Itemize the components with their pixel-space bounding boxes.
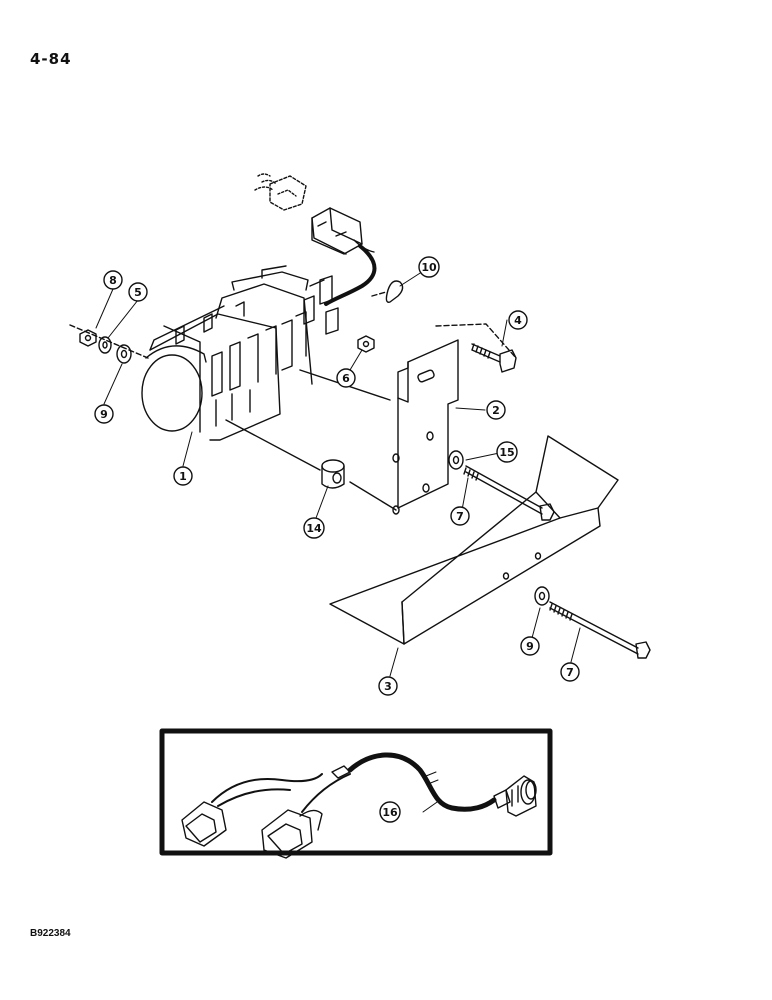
mounting-bracket: [329, 435, 619, 645]
callout-label-9: 9: [526, 640, 534, 653]
bolt-7-upper: [463, 465, 555, 521]
callout-label-5: 5: [134, 286, 142, 299]
callout-label-1: 1: [179, 470, 187, 483]
bolt-7-lower: [549, 601, 651, 659]
projection-line: [225, 419, 321, 471]
callout-circle-10: [418, 256, 440, 278]
callout-circle-3: [378, 676, 398, 696]
page-number: 4-84: [30, 50, 72, 68]
callout-label-10: 10: [421, 261, 437, 274]
callout-circle-7: [560, 662, 580, 682]
harness-connector-upper: [254, 173, 375, 255]
callout-label-2: 2: [492, 404, 500, 417]
callout-label-7: 7: [456, 510, 464, 523]
nut-8: [79, 329, 97, 347]
bolt-4: [471, 343, 517, 373]
callout-circle-15: [496, 441, 518, 463]
callout-circle-14: [303, 517, 325, 539]
callout-label-14: 14: [306, 522, 322, 535]
callout-circle-6: [336, 368, 356, 388]
callout-circle-8: [103, 270, 123, 290]
callout-circle-1: [173, 466, 193, 486]
callout-circle-5: [128, 282, 148, 302]
callout-circle-9: [520, 636, 540, 656]
washer-15: [448, 450, 464, 470]
callout-label-3: 3: [384, 680, 392, 693]
cable: [324, 244, 377, 306]
axis-line-left: [69, 324, 149, 359]
inset-harness: [181, 752, 537, 859]
callout-label-4: 4: [514, 314, 522, 327]
callout-circle-2: [486, 400, 506, 420]
callout-label-15: 15: [499, 446, 514, 459]
callout-circle-9: [94, 404, 114, 424]
callout-circle-7: [450, 506, 470, 526]
switch-body: [141, 265, 339, 441]
spacer-14: [321, 459, 345, 489]
callout-label-9: 9: [100, 408, 108, 421]
washer-9-lower: [534, 586, 550, 606]
callout-label-8: 8: [109, 274, 117, 287]
callout-label-7: 7: [566, 666, 574, 679]
callout-circle-4: [508, 310, 528, 330]
figure-code: B922384: [30, 928, 71, 939]
inset-frame: [159, 728, 553, 856]
callout-circle-16: [379, 801, 401, 823]
callout-label-6: 6: [342, 372, 350, 385]
projection-line: [349, 481, 397, 511]
washer-9-left: [116, 344, 132, 364]
callout-label-16: 16: [382, 806, 398, 819]
cable-clip: [371, 280, 404, 303]
washer-5: [98, 336, 112, 354]
mounting-plate: [392, 323, 517, 515]
nut-6: [357, 335, 375, 353]
